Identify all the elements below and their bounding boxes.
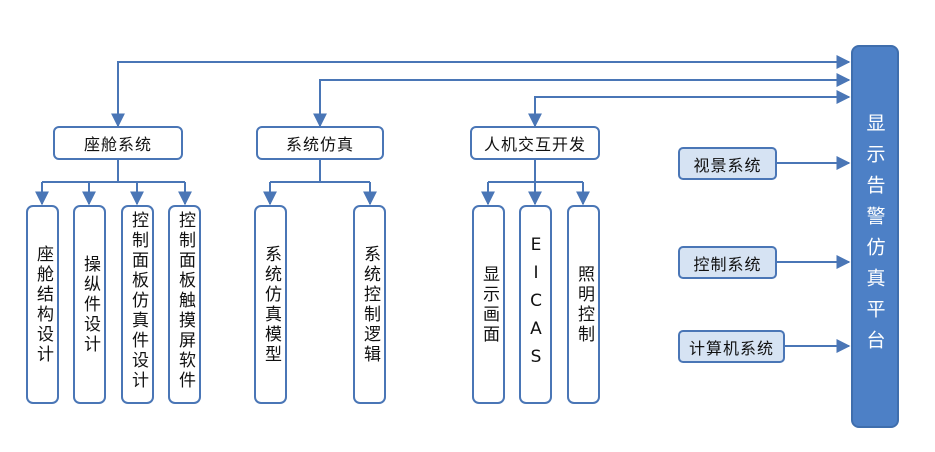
node-panel-mockup-design: 控制面板仿真件设计 [121,205,154,404]
node-label: EICAS [526,234,546,375]
node-label: 系统控制逻辑 [360,244,380,365]
side-visual-system: 视景系统 [678,147,777,180]
side-label: 控制系统 [693,254,762,274]
feedback-line-hmi [528,96,849,128]
node-eicas: EICAS [519,205,552,404]
feedback-line-cockpit [111,61,849,128]
node-display-screen: 显示画面 [472,205,505,404]
node-label: 控制面板触摸屏软件 [175,211,195,391]
group-system-simulation: 系统仿真 [256,126,384,160]
group-cockpit-label: 座舱系统 [83,135,152,154]
node-system-control-logic: 系统控制逻辑 [353,205,386,404]
side-label: 计算机系统 [688,338,774,358]
node-label: 照明控制 [574,264,594,345]
group-hmi-development: 人机交互开发 [470,126,600,160]
group-sim-label: 系统仿真 [285,135,354,154]
platform-label: 显示告警仿真平台 [863,112,886,361]
feedback-line-sim [313,79,849,128]
node-label: 显示画面 [479,264,499,345]
node-cockpit-structure-design: 座舱结构设计 [26,205,59,404]
side-computer-system: 计算机系统 [678,330,785,363]
node-lighting-control: 照明控制 [567,205,600,404]
node-system-sim-model: 系统仿真模型 [254,205,287,404]
node-label: 操纵件设计 [80,254,100,355]
side-label: 视景系统 [693,155,762,175]
group-cockpit-system: 座舱系统 [53,126,183,160]
node-panel-touchscreen-software: 控制面板触摸屏软件 [168,205,201,404]
node-control-parts-design: 操纵件设计 [73,205,106,404]
side-control-system: 控制系统 [678,246,777,279]
node-label: 座舱结构设计 [33,244,53,365]
display-alert-sim-platform: 显示告警仿真平台 [851,45,899,428]
node-label: 系统仿真模型 [261,244,281,365]
group-hmi-label: 人机交互开发 [483,135,586,154]
node-label: 控制面板仿真件设计 [128,211,148,391]
